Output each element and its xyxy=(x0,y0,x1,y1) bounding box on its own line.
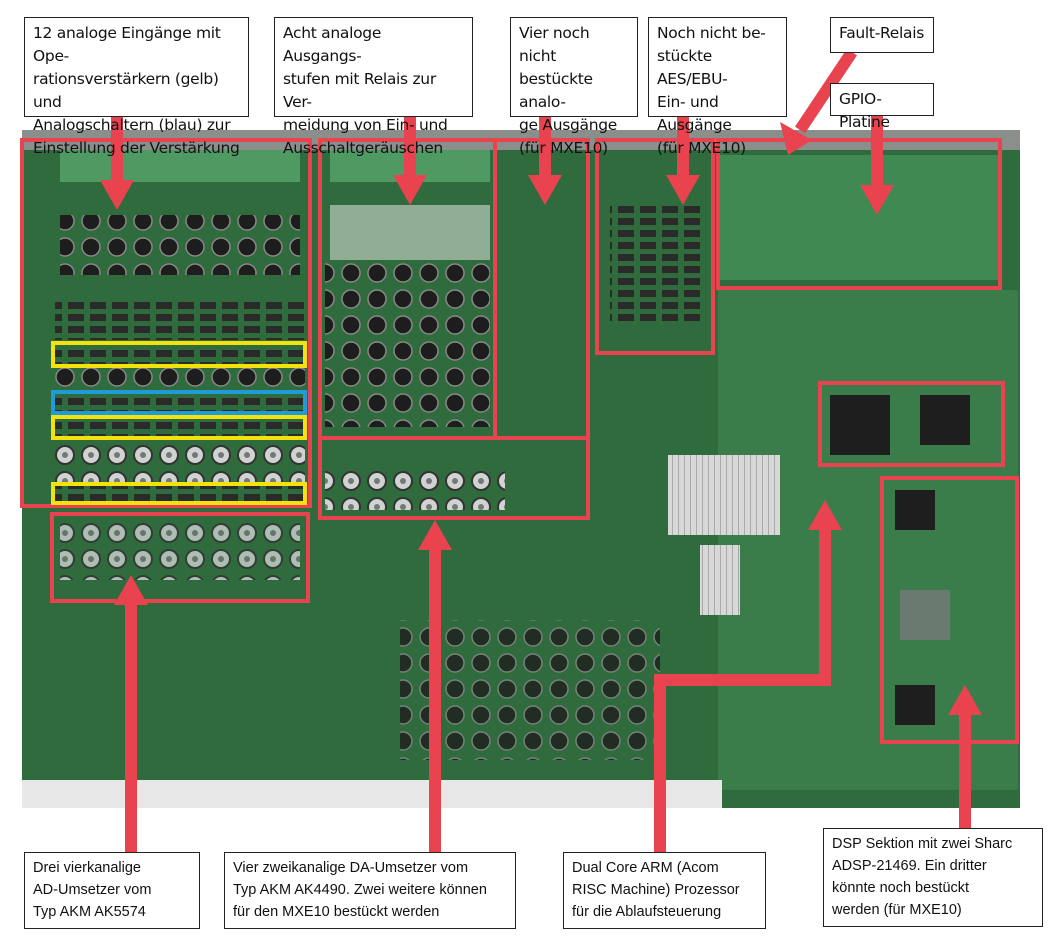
label-arm: Dual Core ARM (Acom RISC Machine) Prozes… xyxy=(563,852,766,929)
label-gpio: GPIO-Platine xyxy=(830,83,934,131)
gpio-region xyxy=(716,138,1002,290)
aes-ebu-region xyxy=(595,138,715,355)
ad-converter-region xyxy=(50,512,310,603)
label-da-converters: Vier zweikanalige DA-Umsetzer vom Typ AK… xyxy=(224,852,516,929)
arrow xyxy=(795,48,857,134)
arrow xyxy=(654,530,831,852)
label-ad-converters: Drei vierkanalige AD-Umsetzer vom Typ AK… xyxy=(24,852,200,929)
label-unpopulated-outputs: Vier noch nicht bestückte analo- ge Ausg… xyxy=(510,17,638,157)
label-outputs: Acht analoge Ausgangs- stufen mit Relais… xyxy=(274,17,473,157)
opamp-highlight xyxy=(51,341,307,368)
label-fault-relay: Fault-Relais xyxy=(830,17,934,53)
label-dsp: DSP Sektion mit zwei Sharc ADSP-21469. E… xyxy=(823,828,1043,927)
da-converter-region xyxy=(318,436,590,520)
arm-region xyxy=(818,381,1005,467)
label-inputs: 12 analoge Eingänge mit Ope- rationsvers… xyxy=(24,17,249,157)
gpio-board xyxy=(718,155,998,280)
opamp-highlight xyxy=(51,482,307,505)
dsp-region xyxy=(880,476,1019,744)
inputs-region xyxy=(20,138,312,508)
opamp-highlight xyxy=(51,415,307,440)
label-aes-ebu: Noch nicht be- stückte AES/EBU- Ein- und… xyxy=(648,17,787,157)
analog-switch-highlight xyxy=(51,390,307,415)
